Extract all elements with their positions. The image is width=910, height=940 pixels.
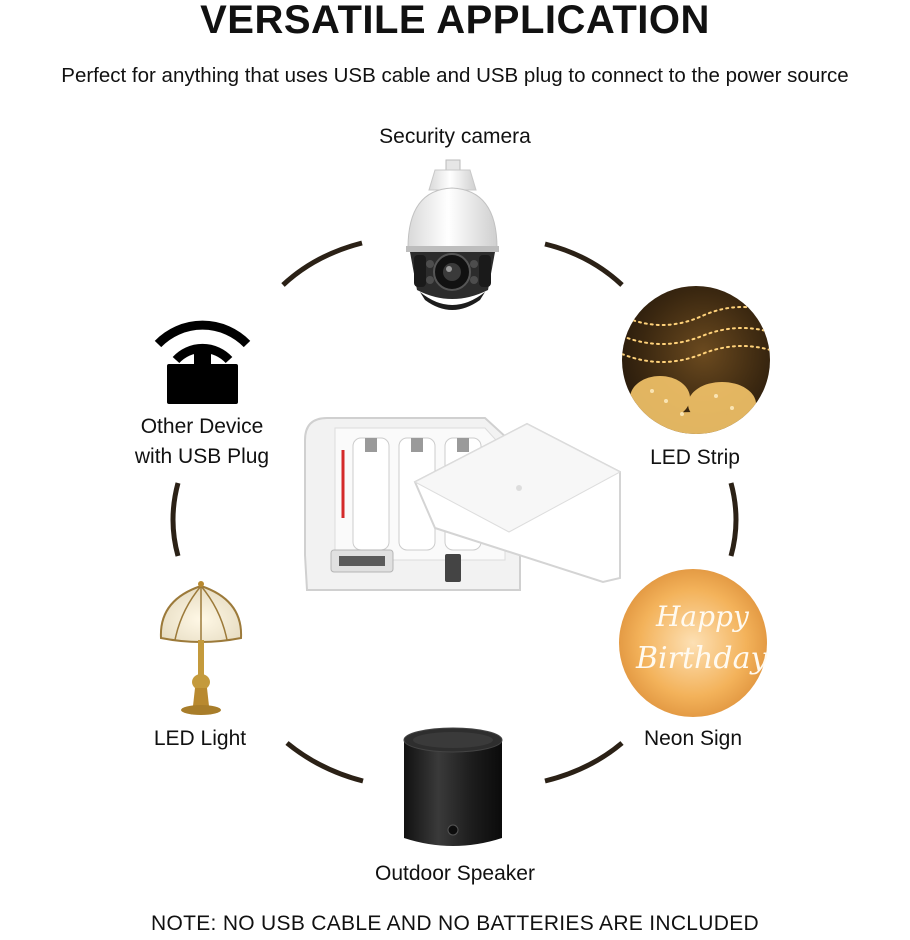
label-led-light: LED Light [153,727,247,750]
ring-arc-right [728,482,739,557]
label-outdoor-speaker: Outdoor Speaker [375,862,535,885]
ring-arc-left [170,482,181,557]
neon-text-birthday: Birthday [635,641,768,676]
wifi-device-icon [154,320,251,404]
neon-text-happy: Happy [655,600,750,633]
security-camera-image [406,159,499,310]
battery-box-image [304,417,622,591]
led-strip-image [622,286,770,434]
page-subtitle: Perfect for anything that uses USB cable… [61,64,849,87]
table-lamp-image [159,581,243,715]
page-title: VERSATILE APPLICATION [200,0,710,42]
ring-arc-top-left [281,240,363,287]
label-other-device-line2: with USB Plug [134,445,270,468]
ring-arc-top-right [544,241,624,287]
label-led-strip: LED Strip [650,446,740,469]
label-neon-sign: Neon Sign [643,727,743,750]
label-other-device-line1: Other Device [140,415,264,438]
ring-arc-bottom-right [544,741,624,784]
footer-note: NOTE: NO USB CABLE AND NO BATTERIES ARE … [151,912,759,935]
ring-arc-bottom-left [285,741,364,784]
speaker-image [403,727,503,846]
label-security-camera: Security camera [379,125,531,148]
neon-sign-image: Happy Birthday [619,569,768,717]
